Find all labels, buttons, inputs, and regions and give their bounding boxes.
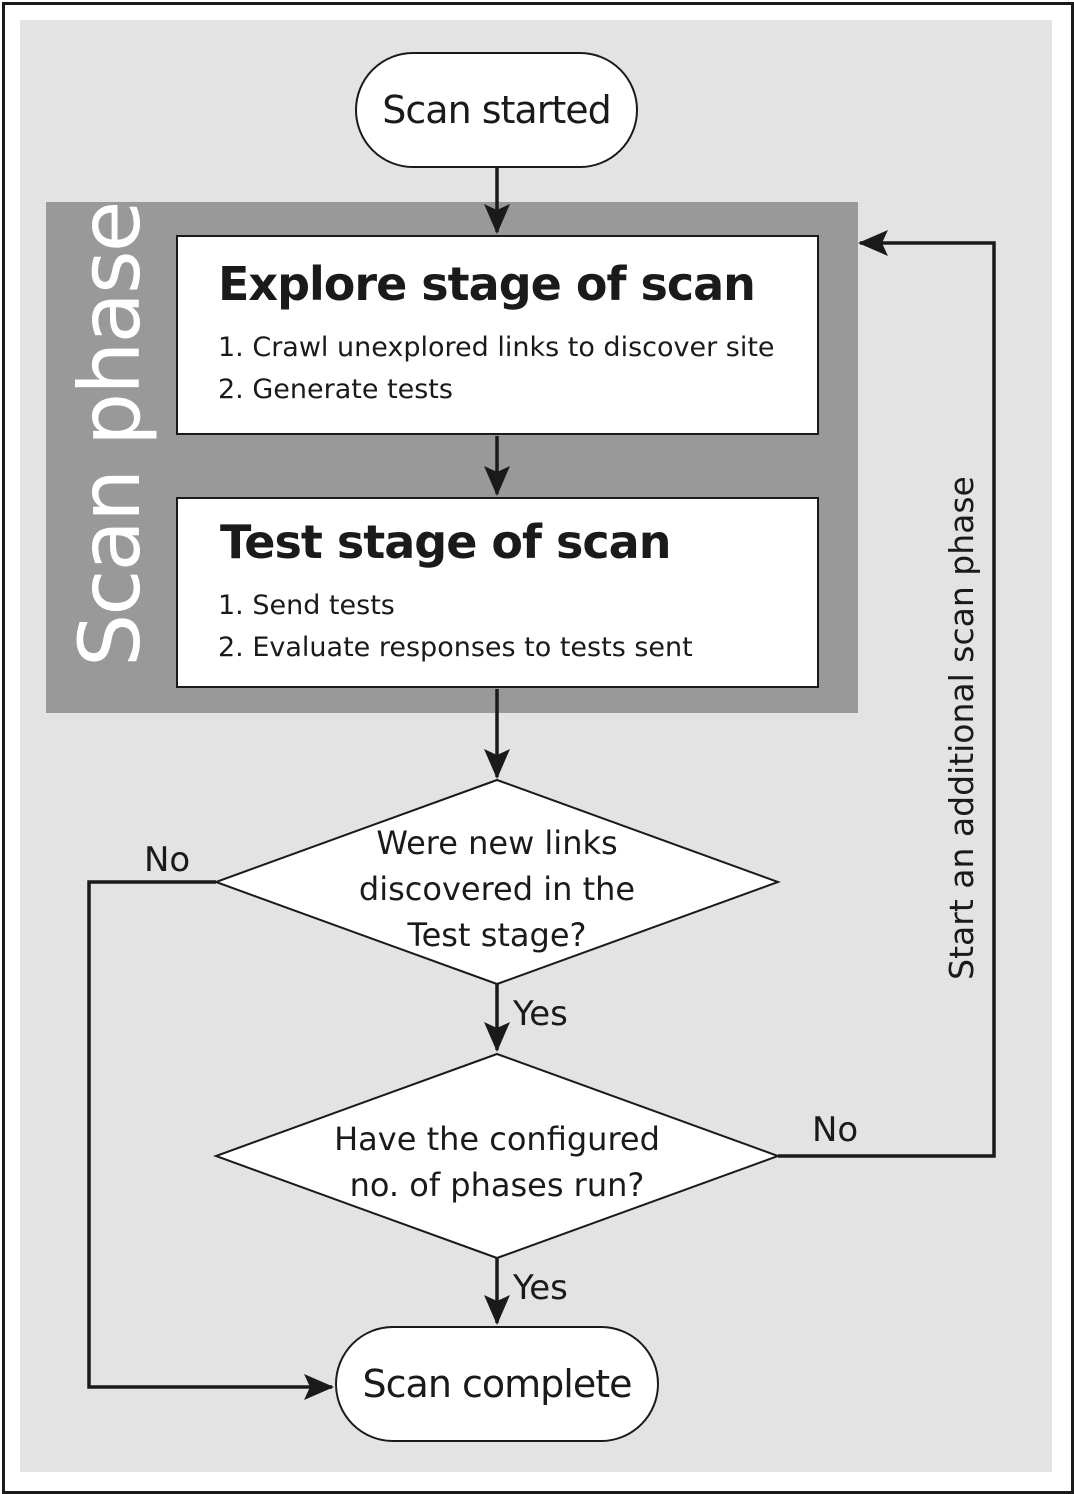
explore-stage-title: Explore stage of scan — [218, 257, 756, 311]
arrow-phases-no-loop — [778, 230, 996, 1158]
arrow-links-no — [87, 880, 334, 1400]
decision-line: Were new links — [376, 824, 618, 862]
start-label: Scan started — [382, 88, 611, 132]
test-stage-title: Test stage of scan — [220, 515, 671, 569]
links-yes-label: Yes — [513, 994, 568, 1034]
end-terminal: Scan complete — [335, 1326, 659, 1442]
explore-stage-box: Explore stage of scan 1. Crawl unexplore… — [176, 235, 819, 435]
decision-line: Have the configured — [334, 1120, 660, 1158]
end-label: Scan complete — [362, 1362, 633, 1406]
phases-yes-label: Yes — [513, 1268, 568, 1308]
decision-phases-run-text: Have the configured no. of phases run? — [307, 1116, 687, 1208]
test-item: 1. Send tests — [218, 590, 395, 621]
links-no-label: No — [144, 840, 191, 880]
decision-line: Test stage? — [407, 916, 587, 954]
decision-new-links-text: Were new links discovered in the Test st… — [347, 820, 647, 958]
test-stage-items: 1. Send tests 2. Evaluate responses to t… — [218, 585, 693, 669]
decision-line: no. of phases run? — [349, 1166, 645, 1204]
explore-item: 2. Generate tests — [218, 374, 453, 405]
explore-stage-items: 1. Crawl unexplored links to discover si… — [218, 327, 775, 411]
decision-line: discovered in the — [358, 870, 636, 908]
test-stage-box: Test stage of scan 1. Send tests 2. Eval… — [176, 497, 819, 688]
loop-back-label: Start an additional scan phase — [942, 476, 981, 980]
test-item: 2. Evaluate responses to tests sent — [218, 632, 693, 663]
phases-no-label: No — [812, 1110, 859, 1150]
explore-item: 1. Crawl unexplored links to discover si… — [218, 332, 775, 363]
start-terminal: Scan started — [355, 52, 638, 168]
